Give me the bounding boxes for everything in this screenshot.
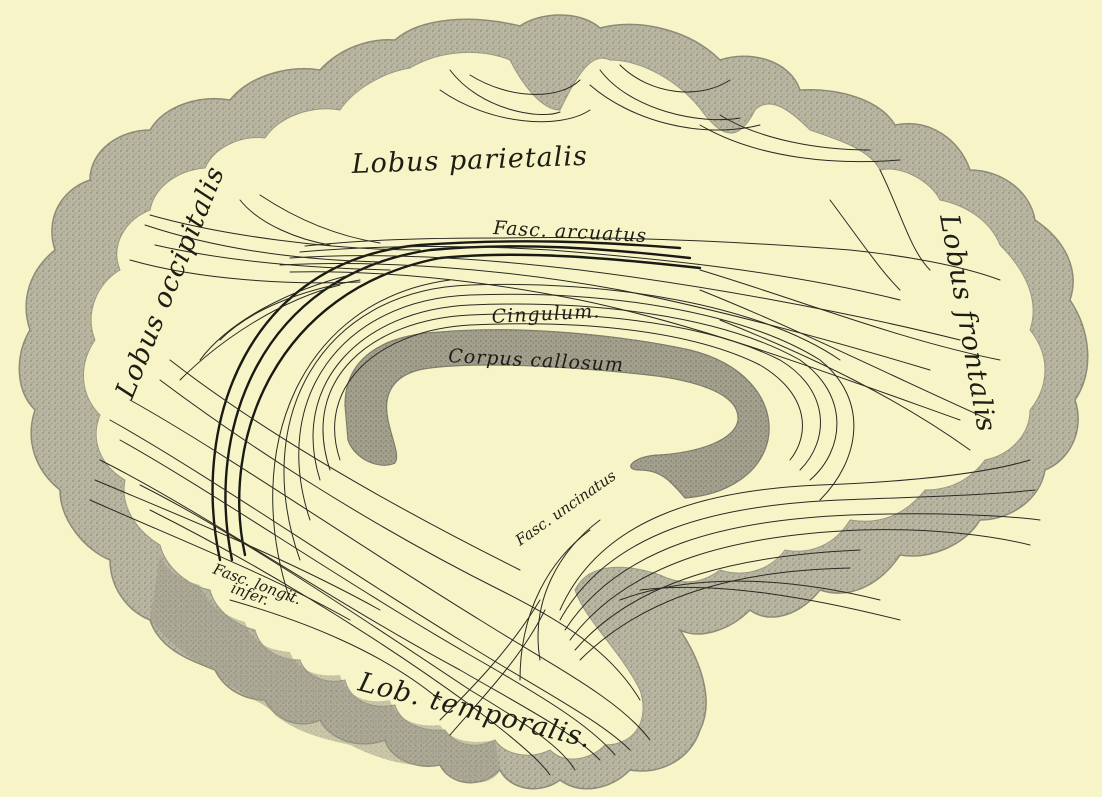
- brain-association-fibers-diagram: Lobus parietalis Lobus occipitalis Lobus…: [0, 0, 1102, 797]
- brain-figure: Lobus parietalis Lobus occipitalis Lobus…: [0, 0, 1102, 797]
